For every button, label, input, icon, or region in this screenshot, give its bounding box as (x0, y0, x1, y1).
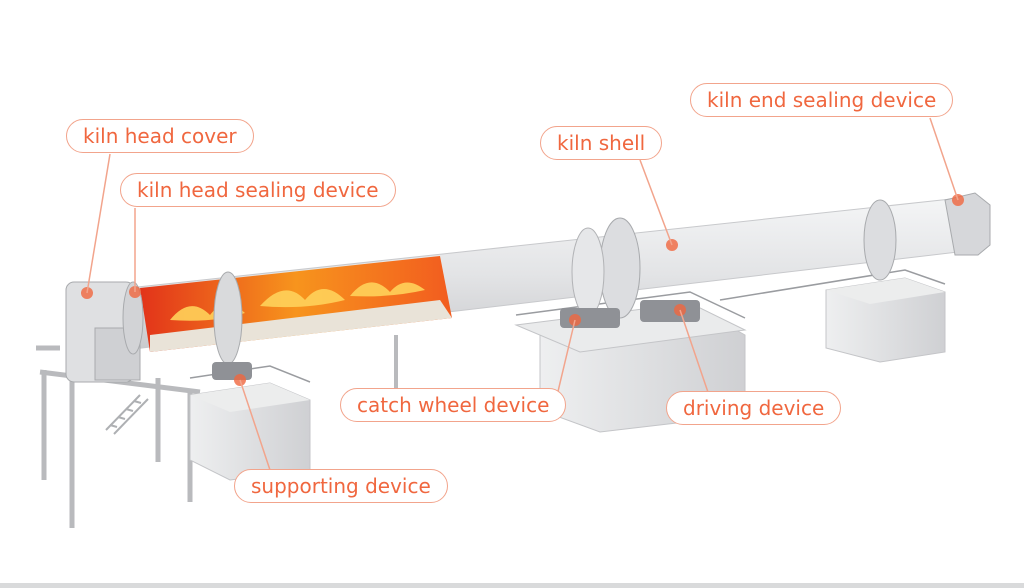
tyre-2 (571, 217, 641, 319)
kiln-end-hood (944, 192, 991, 256)
label-kiln-head-cover: kiln head cover (83, 124, 237, 148)
label-catch-wheel-device: catch wheel device (357, 393, 550, 417)
label-kiln-end-sealing-device: kiln end sealing device (707, 88, 937, 112)
pier-1 (189, 365, 311, 481)
callout-kiln-end-sealing-device: kiln end sealing device (690, 83, 954, 117)
tyre-1 (213, 271, 243, 365)
label-driving-device: driving device (683, 396, 825, 420)
callout-kiln-head-cover: kiln head cover (66, 119, 254, 153)
label-kiln-shell: kiln shell (557, 131, 646, 155)
leader-lines (86, 117, 959, 471)
kiln-head-cover (65, 281, 144, 383)
tyre-3 (863, 199, 897, 281)
callout-kiln-shell: kiln shell (540, 126, 663, 160)
callout-supporting-device: supporting device (234, 469, 448, 503)
pier-3 (719, 269, 946, 363)
bottom-divider (0, 583, 1024, 588)
label-supporting-device: supporting device (251, 474, 431, 498)
label-kiln-head-sealing-device: kiln head sealing device (137, 178, 379, 202)
callout-driving-device: driving device (666, 391, 842, 425)
stairs (105, 394, 149, 435)
callout-catch-wheel-device: catch wheel device (340, 388, 567, 422)
callout-kiln-head-sealing-device: kiln head sealing device (120, 173, 396, 207)
